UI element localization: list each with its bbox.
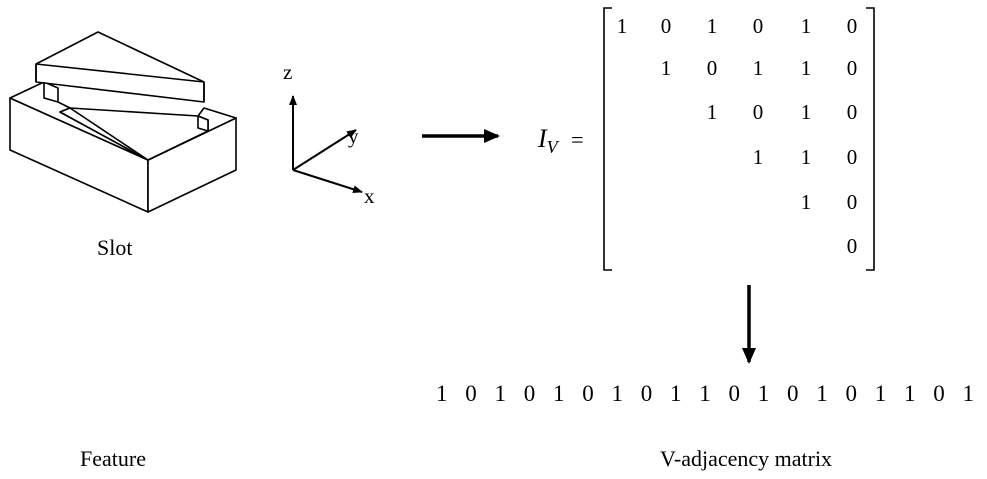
matrix-cell: 0	[706, 56, 718, 80]
matrix-cell: 1	[616, 14, 628, 38]
matrix-cell: 0	[846, 190, 858, 214]
matrix-cell: 0	[846, 14, 858, 38]
matrix-cell: 0	[846, 56, 858, 80]
matrix-symbol-subscript: V	[546, 137, 558, 157]
matrix-cell: 0	[752, 100, 764, 124]
matrix-cell: 1	[706, 14, 718, 38]
matrix-symbol: IV =	[538, 124, 584, 157]
matrix-cell: 0	[846, 145, 858, 169]
matrix-cell: 1	[752, 56, 764, 80]
matrix-cell: 1	[752, 145, 764, 169]
z-axis-label: z	[283, 60, 293, 84]
matrix-symbol-letter: I	[538, 124, 547, 153]
matrix-cell: 1	[800, 14, 812, 38]
matrix-right-bracket	[866, 7, 875, 271]
caption-v-adjacency-matrix: V-adjacency matrix	[660, 446, 833, 471]
caption-feature: Feature	[80, 446, 146, 471]
matrix-cell: 1	[800, 56, 812, 80]
x-axis-label: x	[364, 184, 375, 208]
matrix-cell: 1	[800, 100, 812, 124]
y-axis-label: y	[348, 124, 359, 148]
matrix-cell: 1	[660, 56, 672, 80]
matrix-cell: 0	[752, 14, 764, 38]
matrix-cell: 1	[800, 190, 812, 214]
matrix-cell: 0	[660, 14, 672, 38]
equals-sign: =	[571, 127, 584, 152]
coordinate-axes	[289, 95, 363, 194]
matrix-cell: 1	[800, 145, 812, 169]
matrix-cell: 0	[846, 100, 858, 124]
matrix-left-bracket	[603, 7, 612, 271]
slot-feature-drawing	[9, 31, 237, 213]
y-axis-arrow	[292, 129, 357, 171]
matrix-cell: 1	[706, 100, 718, 124]
x-axis-arrow	[292, 169, 363, 194]
bit-string: 1 0 1 0 1 0 1 0 1 1 0 1 0 1 0 1 1 0 1 0 …	[436, 381, 987, 406]
matrix-cell: 0	[846, 234, 858, 258]
feature-name-label: Slot	[97, 235, 133, 260]
